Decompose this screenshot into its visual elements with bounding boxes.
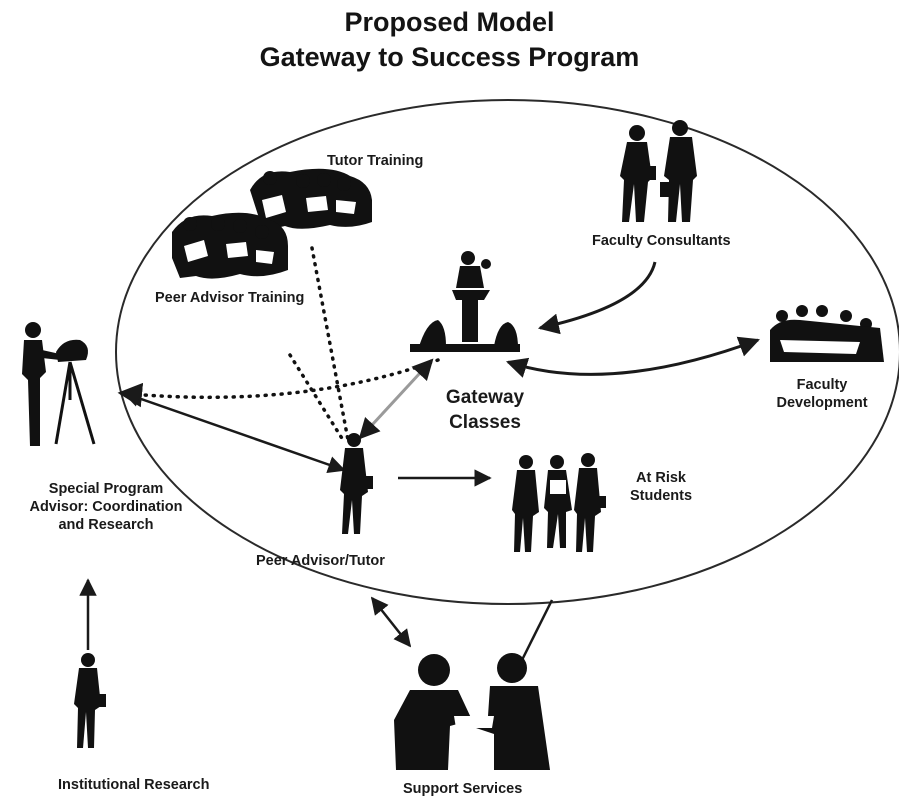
connector-tutor-training-to-peer-advisor bbox=[310, 246, 350, 442]
at-risk-students-icon bbox=[512, 453, 606, 552]
special-program-advisor-label-line3: and Research bbox=[58, 517, 154, 533]
program-boundary-ellipse bbox=[115, 99, 899, 605]
faculty-development-label-line2: Development bbox=[776, 395, 868, 411]
gateway-classes-lecture-icon bbox=[410, 251, 520, 352]
institutional-research-label: Institutional Research bbox=[58, 777, 210, 793]
connector-gateway-to-special-advisor bbox=[117, 358, 440, 408]
support-services-handshake-icon bbox=[394, 653, 550, 770]
special-program-advisor-label: Special Program Advisor: Coordination an… bbox=[16, 480, 196, 534]
connector-special-advisor-peer-advisor bbox=[122, 389, 346, 474]
peer-advisor-tutor-icon bbox=[340, 433, 373, 534]
faculty-consultants-icon bbox=[620, 120, 697, 222]
connector-peer-advisor-gateway bbox=[358, 358, 434, 440]
at-risk-students-label: At Risk Students bbox=[626, 469, 696, 505]
connector-support-services-peer-advisor bbox=[370, 596, 412, 648]
institutional-research-icon bbox=[74, 653, 106, 748]
connector-support-services-to-program bbox=[520, 599, 554, 661]
tutor-training-group-icon bbox=[250, 168, 372, 230]
gateway-classes-label-line1: Gateway bbox=[445, 387, 525, 408]
faculty-consultants-label: Faculty Consultants bbox=[592, 233, 731, 249]
special-program-advisor-label-line2: Advisor: Coordination bbox=[29, 499, 183, 515]
faculty-development-label: Faculty Development bbox=[772, 376, 872, 412]
at-risk-students-label-line1: At Risk bbox=[636, 470, 686, 486]
support-services-label: Support Services bbox=[403, 781, 523, 797]
gateway-classes-label: Gateway Classes bbox=[430, 385, 540, 435]
connector-gateway-faculty-development bbox=[506, 336, 760, 378]
diagram-title-line2: Gateway to Success Program bbox=[259, 42, 640, 72]
connector-faculty-consultants-to-gateway bbox=[537, 261, 657, 335]
faculty-development-label-line1: Faculty bbox=[796, 377, 848, 393]
at-risk-students-label-line2: Students bbox=[629, 488, 693, 504]
special-program-advisor-label-line1: Special Program bbox=[48, 481, 164, 497]
tutor-training-label: Tutor Training bbox=[327, 153, 424, 169]
gateway-classes-label-line2: Classes bbox=[449, 412, 521, 433]
peer-advisor-tutor-label: Peer Advisor/Tutor bbox=[256, 553, 385, 569]
diagram-title-line1: Proposed Model bbox=[344, 7, 555, 37]
faculty-development-meeting-icon bbox=[770, 305, 884, 362]
peer-advisor-training-label: Peer Advisor Training bbox=[155, 290, 305, 306]
special-program-advisor-icon bbox=[22, 322, 96, 446]
peer-advisor-training-group-icon bbox=[172, 212, 288, 279]
